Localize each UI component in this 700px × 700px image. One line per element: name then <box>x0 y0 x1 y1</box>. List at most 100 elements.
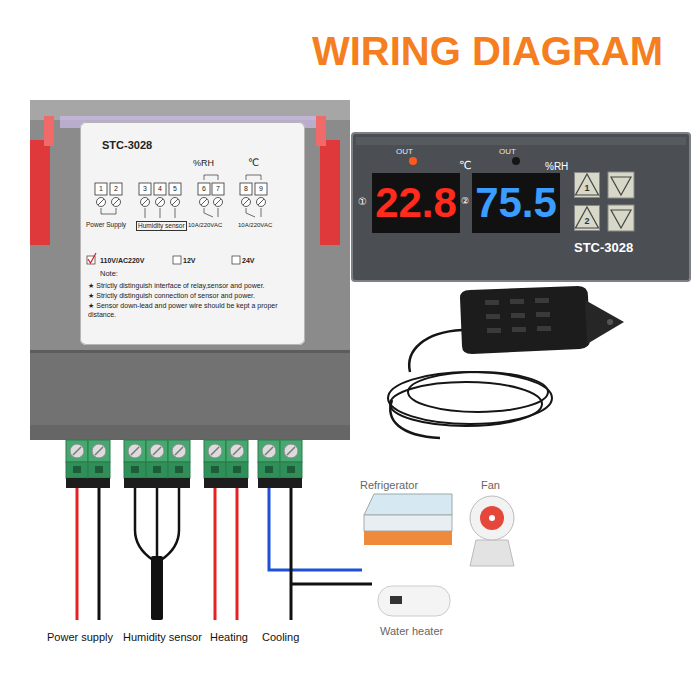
label-text: 110V/AC220V <box>100 256 144 265</box>
wire <box>291 583 372 586</box>
mounting-clip <box>30 140 50 245</box>
key-button: 2 <box>574 205 600 231</box>
controller-housing <box>30 100 350 440</box>
terminal-bracket <box>101 208 116 214</box>
humidity-probe <box>511 313 525 318</box>
wire-caption: Heating <box>210 630 248 644</box>
terminal-symbol <box>240 183 252 207</box>
wire <box>76 488 79 620</box>
front-panel <box>512 157 520 165</box>
terminal-block <box>66 440 88 488</box>
terminal-bracket <box>246 175 261 180</box>
wire <box>98 488 101 620</box>
panel-text: OUT <box>396 147 413 157</box>
refrigerator-picture <box>364 494 452 545</box>
wire <box>161 488 179 560</box>
front-panel <box>611 210 631 228</box>
terminal-symbol <box>255 183 267 207</box>
terminal-block <box>124 440 146 488</box>
front-panel <box>608 205 634 231</box>
key-button: 1 <box>574 172 600 198</box>
panel-text: OUT <box>499 147 516 157</box>
terminal-symbol <box>212 183 224 207</box>
terminal-block <box>88 440 110 488</box>
terminal-symbol <box>95 183 107 207</box>
note-text: ★ Strictly distinguish interface of rela… <box>88 281 300 290</box>
front-panel <box>356 137 686 145</box>
panel-text: ℃ <box>459 158 471 172</box>
label-text: 10A/220VAC <box>238 221 272 229</box>
front-panel <box>472 173 560 233</box>
mounting-clip <box>320 140 340 245</box>
terminal-bracket <box>204 175 218 180</box>
terminal-number: 1 <box>95 183 107 195</box>
terminal-block <box>280 440 302 488</box>
device-caption: Fan <box>481 478 500 492</box>
front-panel <box>352 133 690 281</box>
check-box <box>173 256 181 264</box>
humidity-probe <box>487 328 501 333</box>
terminal-bracket <box>145 208 175 218</box>
water-heater-picture <box>390 596 402 604</box>
terminal-number: 5 <box>169 183 181 195</box>
label-sticker <box>80 122 305 345</box>
fan-picture <box>489 515 495 521</box>
terminal-symbol <box>110 183 122 207</box>
terminal-block <box>226 440 248 488</box>
controller-housing <box>30 353 350 440</box>
check-box <box>232 256 240 264</box>
key-number: 2 <box>574 216 600 226</box>
wire <box>135 488 153 560</box>
terminal-block <box>168 440 190 488</box>
terminal-symbol <box>198 183 210 207</box>
fan-picture <box>470 496 514 566</box>
mounting-clip <box>316 116 326 146</box>
terminal-number: 6 <box>198 183 210 195</box>
fan-picture <box>480 506 504 530</box>
sensor-cable <box>151 556 163 620</box>
terminal-bracket <box>101 175 261 218</box>
diagram-title: WIRING DIAGRAM <box>312 28 663 74</box>
wire <box>269 488 362 570</box>
terminal-number: 4 <box>154 183 166 195</box>
front-panel <box>352 133 690 281</box>
terminal-bracket <box>204 208 218 217</box>
panel-text: %RH <box>545 160 568 173</box>
front-panel <box>372 173 460 233</box>
terminal-label: STC-3028123456789Power SupplyHumidity se… <box>80 122 305 345</box>
wire-caption: Power supply <box>47 630 113 644</box>
mounting-clip <box>44 116 54 146</box>
wire <box>236 488 239 620</box>
fan-picture <box>470 496 514 540</box>
note-text: ★ Strictly distinguish connection of sen… <box>88 291 300 300</box>
sensor-cable <box>151 556 163 620</box>
device-caption: Refrigerator <box>360 478 418 492</box>
device-caption: Water heater <box>380 624 443 638</box>
humidity-probe <box>537 326 551 331</box>
label-text: 24V <box>242 256 254 265</box>
label-text: STC-3028 <box>102 138 152 152</box>
front-panel <box>409 157 417 165</box>
label-text: ℃ <box>248 156 259 169</box>
terminal-block <box>204 440 226 488</box>
panel-text: ② <box>461 196 469 207</box>
humidity-probe <box>485 300 499 305</box>
terminal-number: 9 <box>255 183 267 195</box>
note-text: ★ Sensor down-lead and power wire should… <box>88 301 300 319</box>
panel-text: STC-3028 <box>574 240 633 256</box>
key-number: 1 <box>574 183 600 193</box>
controller-housing <box>30 100 350 440</box>
terminal-number: 7 <box>212 183 224 195</box>
label-text: %RH <box>193 158 214 169</box>
humidity-probe <box>409 330 462 372</box>
label-text: Power Supply <box>86 221 126 229</box>
humidity-probe <box>390 382 542 426</box>
check-box <box>87 253 240 264</box>
controller-housing <box>30 425 350 440</box>
wire <box>77 488 372 620</box>
humidity-probe <box>585 300 624 344</box>
terminal-number: 3 <box>139 183 151 195</box>
terminal-block <box>146 440 168 488</box>
water-heater-picture <box>378 586 450 616</box>
wire <box>214 488 217 620</box>
